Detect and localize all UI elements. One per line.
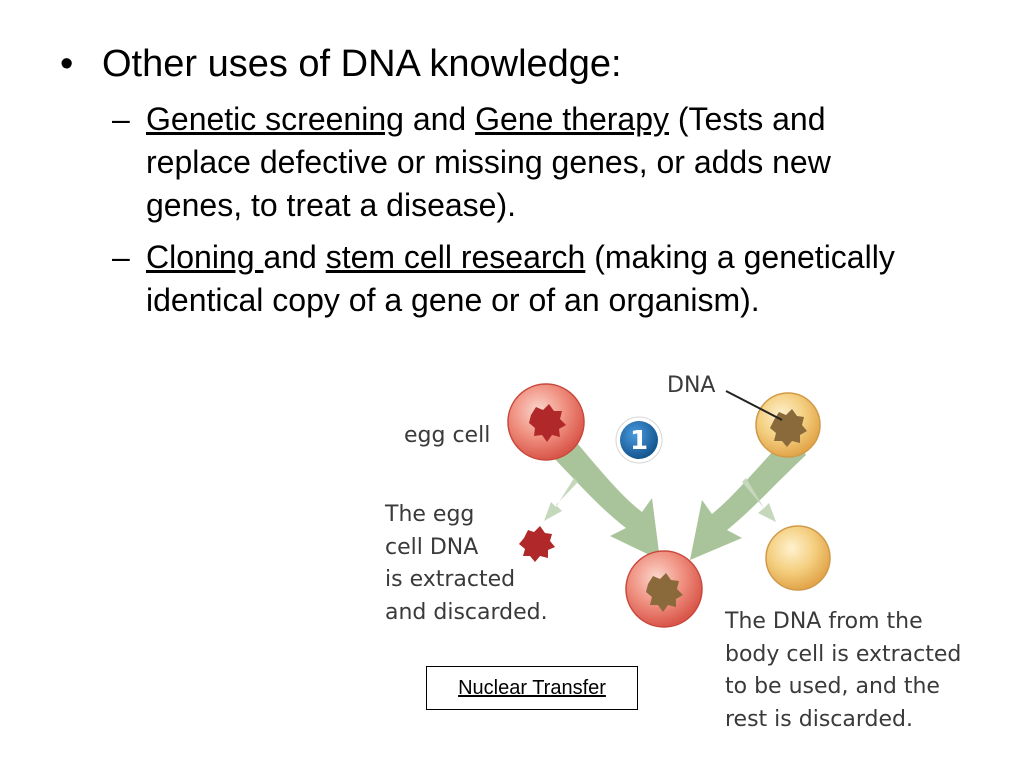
caption-line: is extracted: [385, 567, 516, 592]
nuclear-transfer-caption-text: Nuclear Transfer: [458, 677, 606, 699]
main-bullet-text: Other uses of DNA knowledge:: [102, 43, 622, 85]
discard-arrow-left-icon: [544, 478, 578, 521]
step-badge-icon: [615, 416, 663, 464]
term-genetic-screening: Genetic screening: [146, 101, 404, 137]
sub-item-dash: –: [112, 101, 130, 137]
discarded-egg-nucleus-icon: [519, 526, 555, 562]
nuclear-transfer-caption: Nuclear Transfer: [426, 666, 638, 710]
egg-dna-caption: The egg cell DNA is extracted and discar…: [385, 499, 585, 629]
dna-pointer-line: [725, 390, 783, 421]
body-dna-caption: The DNA from the body cell is extracted …: [725, 606, 1015, 736]
connector-text: and: [263, 239, 326, 275]
step-number: 1: [630, 426, 648, 456]
egg-cell-label: egg cell: [404, 423, 491, 448]
caption-line: The egg: [385, 502, 475, 527]
caption-line: and discarded.: [385, 599, 548, 625]
egg-cell-icon: [507, 383, 585, 461]
connector-text: and: [403, 101, 476, 137]
sub-item-text: Genetic screening and Gene therapy (Test…: [146, 98, 916, 227]
discard-arrow-right-icon: [742, 478, 776, 522]
bullet-symbol: •: [60, 43, 74, 85]
reconstructed-egg-cell-icon: [625, 550, 703, 628]
caption-line: The DNA from the: [725, 609, 923, 634]
sub-item-text: Cloning and stem cell research (making a…: [146, 236, 916, 322]
caption-line: body cell is extracted: [725, 641, 962, 667]
term-stem-cell-research: stem cell research: [325, 239, 586, 275]
description-text: (Tests and replace defective or missing …: [146, 101, 831, 223]
arrow-from-body-icon: [690, 433, 806, 560]
body-cell-icon: [755, 392, 821, 458]
caption-line: rest is discarded.: [725, 706, 913, 732]
caption-line: to be used, and the: [725, 674, 940, 699]
term-cloning: Cloning: [146, 239, 264, 275]
dna-label: DNA: [667, 373, 716, 398]
discarded-body-cell-icon: [765, 525, 831, 591]
caption-line: cell DNA: [385, 534, 479, 560]
description-text: (making a genetically identical copy of …: [146, 239, 895, 318]
term-gene-therapy: Gene therapy: [475, 101, 669, 137]
arrow-from-egg-icon: [548, 430, 660, 560]
sub-item-dash: –: [112, 239, 130, 275]
